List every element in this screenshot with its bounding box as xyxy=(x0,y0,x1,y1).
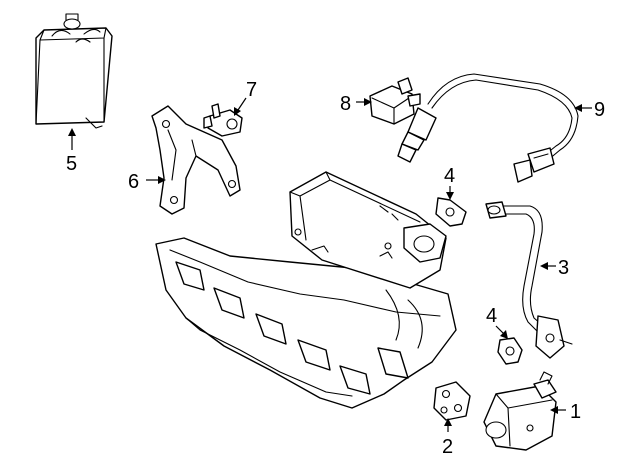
arrowhead-7 xyxy=(234,107,241,116)
callout-2: 2 xyxy=(442,436,453,458)
part-bracket xyxy=(151,105,241,215)
part-switching-valve xyxy=(369,77,421,125)
callout-3: 3 xyxy=(558,257,569,279)
arrowhead-1 xyxy=(550,406,558,414)
callout-6: 6 xyxy=(128,171,139,193)
part-gasket-upper xyxy=(435,197,467,227)
part-egr-valve xyxy=(483,371,557,451)
arrowhead-4b xyxy=(500,330,508,339)
callout-5: 5 xyxy=(66,153,77,175)
leader-4b xyxy=(495,325,505,335)
arrowhead-6 xyxy=(158,176,166,184)
part-gasket-lower xyxy=(497,337,523,365)
callout-4-upper: 4 xyxy=(444,165,455,187)
callout-4-lower: 4 xyxy=(486,305,497,327)
part-vacuum-valve xyxy=(203,103,243,137)
callout-7: 7 xyxy=(246,79,257,101)
callout-labels: 5 6 7 8 9 4 3 4 2 1 xyxy=(66,79,605,458)
leader-7 xyxy=(237,97,247,111)
arrowhead-9 xyxy=(574,104,582,112)
part-gasket-valve xyxy=(433,381,471,421)
exhaust-manifold xyxy=(155,237,457,409)
callout-8: 8 xyxy=(340,93,351,115)
callout-1: 1 xyxy=(570,401,581,423)
arrowhead-4a xyxy=(446,192,454,200)
arrowhead-8 xyxy=(364,98,372,106)
part-oxygen-sensor xyxy=(397,73,579,183)
arrowhead-3 xyxy=(540,262,548,270)
egr-pipe-body xyxy=(289,171,447,289)
arrowhead-2 xyxy=(444,418,452,426)
part-canister xyxy=(35,13,113,129)
arrowhead-5 xyxy=(68,128,76,136)
callout-9: 9 xyxy=(594,99,605,121)
part-egr-tube xyxy=(485,201,573,359)
leader-lines xyxy=(68,97,592,432)
